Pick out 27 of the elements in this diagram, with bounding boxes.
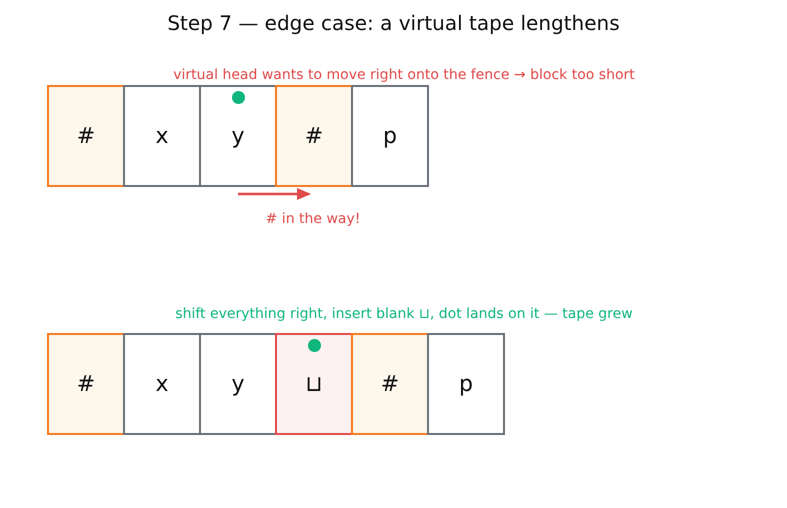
tape-cell — [351, 333, 429, 435]
tape-cell — [123, 85, 201, 187]
tape-symbol: x — [155, 122, 169, 150]
tape-cell — [47, 85, 125, 187]
tape-symbol: y — [231, 122, 245, 150]
annotation-text: # in the way! — [264, 210, 362, 228]
tape-cell — [199, 333, 277, 435]
tape-symbol: p — [383, 122, 397, 150]
tape-symbol: ⊔ — [305, 370, 323, 398]
tape-symbol: y — [231, 370, 245, 398]
tape-symbol: # — [380, 370, 400, 398]
tape-symbol: p — [459, 370, 473, 398]
tape-cell — [427, 333, 505, 435]
annotation-text: virtual head wants to move right onto the fence → block too short — [172, 66, 636, 84]
tape-cell — [275, 333, 353, 435]
diagram-title: Step 7 — edge case: a virtual tape lengthens — [166, 11, 621, 35]
annotation-text: shift everything right, insert blank ⊔, dot lands on it — tape grew — [174, 305, 634, 323]
tape-symbol: # — [304, 122, 324, 150]
tape-cell — [351, 85, 429, 187]
tape-symbol: x — [155, 370, 169, 398]
tape-symbol: # — [76, 370, 96, 398]
tape-cell — [47, 333, 125, 435]
arrow — [238, 188, 311, 200]
tape-cell — [199, 85, 277, 187]
tape-symbol: # — [76, 122, 96, 150]
tape-cell — [123, 333, 201, 435]
tape-cell — [275, 85, 353, 187]
